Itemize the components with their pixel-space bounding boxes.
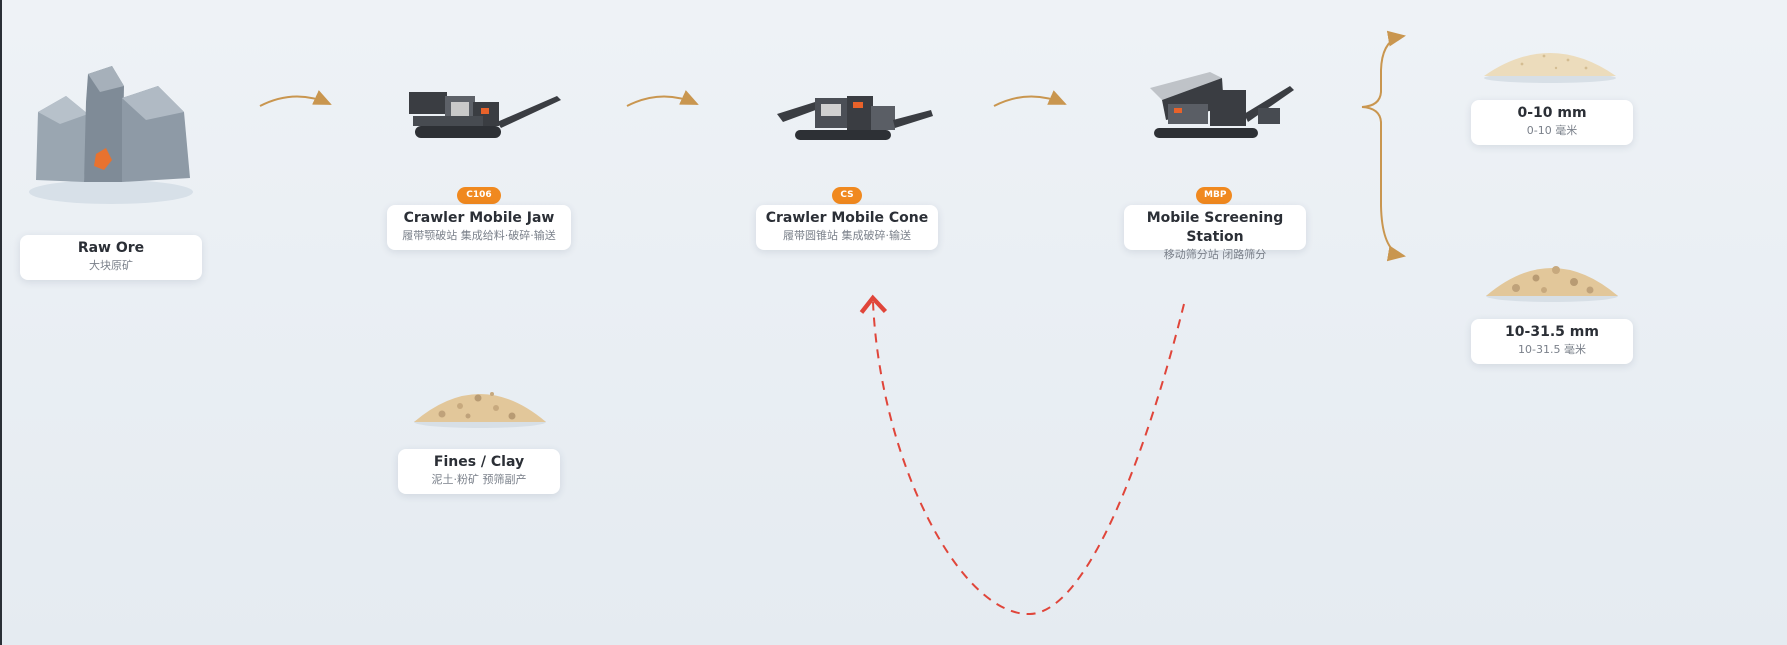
arrow-jaw-to-cone — [626, 90, 699, 107]
coarse-sand-pile-icon — [1486, 266, 1618, 302]
fines-pile-icon — [414, 392, 546, 428]
raw-ore-card: Raw Ore 大块原矿 — [20, 235, 202, 280]
product-coarse-card: 10-31.5 mm 10-31.5 毫米 — [1471, 319, 1633, 364]
product-fine-subtitle: 0-10 毫米 — [1526, 124, 1578, 137]
mobile-screen-card: Mobile Screening Station 移动筛分站 闭路筛分 — [1124, 205, 1306, 261]
product-fine-title: 0-10 mm — [1517, 105, 1587, 121]
arrow-cone-to-screen — [993, 90, 1067, 107]
crawler-jaw-card: Crawler Mobile Jaw 履带颚破站 集成给料·破碎·输送 — [387, 205, 571, 250]
product-coarse-subtitle: 10-31.5 毫米 — [1518, 343, 1586, 356]
crawler-jaw-machine-icon — [409, 92, 561, 138]
fines-card: Fines / Clay 泥土·粉矿 预筛副产 — [398, 449, 560, 494]
recycle-loop — [859, 294, 1185, 616]
split-brace — [1361, 35, 1403, 257]
crawler-jaw-title: Crawler Mobile Jaw — [403, 210, 555, 226]
mobile-screen-subtitle: 移动筛分站 闭路筛分 — [1163, 248, 1267, 261]
raw-ore-subtitle: 大块原矿 — [89, 259, 133, 272]
crawler-cone-title: Crawler Mobile Cone — [765, 210, 929, 226]
mobile-screen-machine-icon — [1150, 72, 1294, 138]
crawler-cone-subtitle: 履带圆锥站 集成破碎·输送 — [783, 229, 911, 242]
jaw-model-badge: C106 — [457, 187, 501, 204]
raw-ore-title: Raw Ore — [77, 240, 145, 256]
crawler-cone-card: Crawler Mobile Cone 履带圆锥站 集成破碎·输送 — [756, 205, 938, 250]
product-fine-card: 0-10 mm 0-10 毫米 — [1471, 100, 1633, 145]
crawler-cone-machine-icon — [777, 96, 933, 140]
window-left-edge — [0, 0, 2, 645]
product-coarse-title: 10-31.5 mm — [1505, 324, 1599, 340]
fines-title: Fines / Clay — [433, 454, 525, 470]
crawler-jaw-subtitle: 履带颚破站 集成给料·破碎·输送 — [402, 229, 556, 242]
raw-ore-rock-icon — [29, 66, 193, 204]
arrow-brace-bottom — [1386, 245, 1406, 262]
mobile-screen-title: Mobile Screening Station — [1146, 210, 1284, 245]
cone-model-badge: CS — [832, 187, 862, 204]
screen-model-badge: MBP — [1196, 187, 1232, 204]
fines-subtitle: 泥土·粉矿 预筛副产 — [431, 473, 527, 486]
fine-sand-pile-icon — [1484, 53, 1616, 83]
arrow-brace-top — [1386, 30, 1406, 47]
arrow-ore-to-jaw — [259, 90, 332, 107]
